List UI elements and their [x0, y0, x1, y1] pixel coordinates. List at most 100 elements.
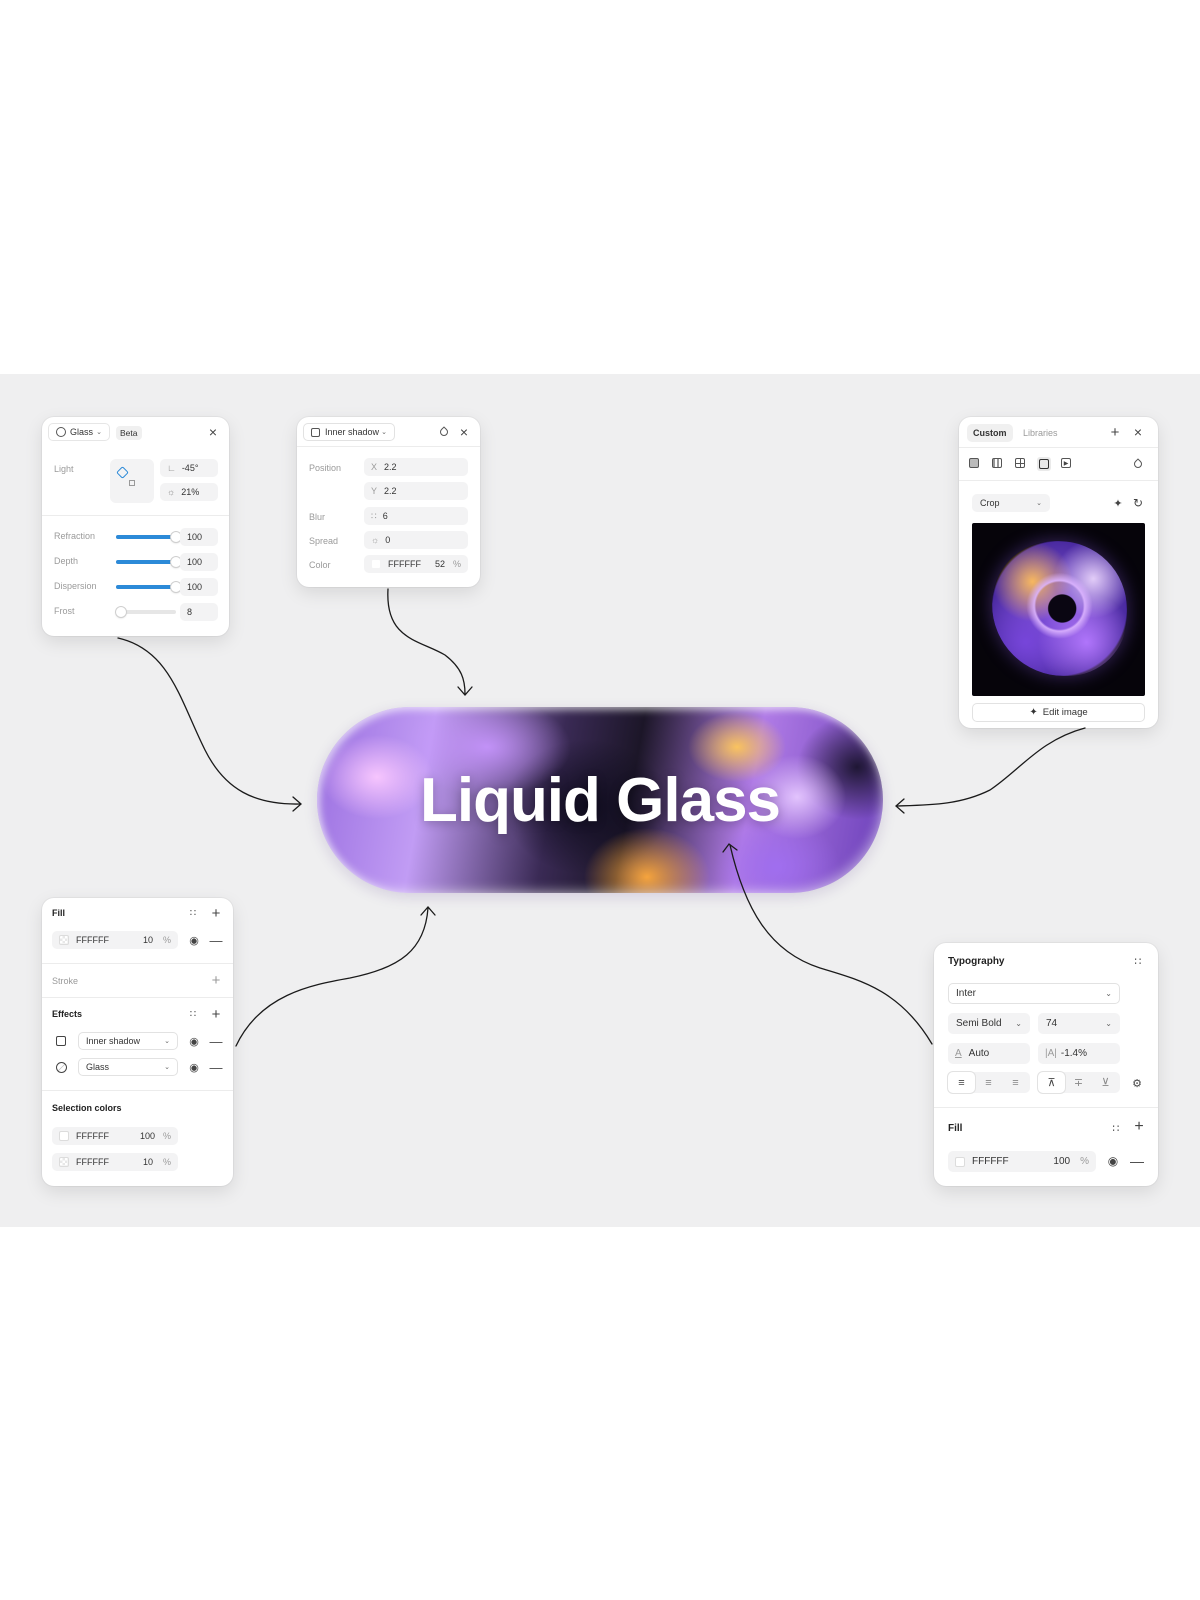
minus-icon[interactable]: — [209, 1059, 223, 1075]
minus-icon[interactable]: — [1130, 1153, 1144, 1169]
shadow-type-dropdown[interactable]: Inner shadow ⌄ [303, 423, 395, 441]
slider-value-field[interactable]: 100 [180, 553, 218, 571]
video-fill-icon[interactable]: ▶ [1060, 457, 1072, 469]
slider-track[interactable] [116, 582, 181, 592]
slider-value-field[interactable]: 100 [180, 578, 218, 596]
eye-icon[interactable]: ◉ [189, 1035, 199, 1048]
glass-effect-panel: Glass ⌄ Beta × Light ∟ -45° ☼ 21% Refrac… [42, 417, 229, 636]
effects-header: Effects [52, 1009, 83, 1019]
align-bottom-icon[interactable]: ⊻ [1101, 1077, 1110, 1089]
eye-icon[interactable]: ◉ [1107, 1154, 1119, 1168]
section-divider [42, 997, 233, 998]
close-icon[interactable]: × [1133, 424, 1143, 440]
gradient-fill-icon[interactable] [991, 457, 1003, 469]
plus-icon[interactable]: + [211, 971, 221, 989]
slider-track[interactable] [116, 557, 181, 567]
selection-color-row[interactable]: FFFFFF 10% [52, 1153, 178, 1171]
text-fill-field[interactable]: FFFFFF 100% [948, 1151, 1096, 1172]
styles-grid-icon[interactable]: ∷ [189, 907, 197, 919]
align-left-icon[interactable]: ≡ [948, 1072, 975, 1093]
align-top-icon[interactable]: ⊼ [1038, 1072, 1065, 1093]
shadow-color-field[interactable]: FFFFFF 52 % [364, 555, 468, 573]
slider-knob[interactable] [115, 607, 126, 617]
plus-icon[interactable]: + [211, 904, 221, 922]
tab-custom[interactable]: Custom [967, 424, 1013, 442]
tab-libraries[interactable]: Libraries [1023, 428, 1058, 438]
light-angle-field[interactable]: ∟ -45° [160, 459, 218, 477]
font-weight-select[interactable]: Semi Bold ⌄ [948, 1013, 1030, 1034]
slider-track[interactable] [115, 607, 176, 617]
letter-spacing-field[interactable]: |A| -1.4% [1038, 1043, 1120, 1064]
light-direction-pad[interactable] [110, 459, 154, 503]
image-mode-select[interactable]: Crop ⌄ [972, 494, 1050, 512]
edit-image-button[interactable]: ✦ Edit image [972, 703, 1145, 722]
solid-fill-icon[interactable] [968, 457, 980, 469]
drop-icon[interactable] [437, 425, 451, 439]
chevron-down-icon: ⌄ [381, 429, 387, 436]
chevron-down-icon: ⌄ [164, 1038, 170, 1045]
chevron-down-icon: ⌄ [1015, 1019, 1022, 1028]
selection-colors-header: Selection colors [52, 1103, 122, 1113]
shadow-y-field[interactable]: Y 2.2 [364, 482, 468, 500]
align-middle-icon[interactable]: ∓ [1073, 1077, 1084, 1089]
font-size-select[interactable]: 74 ⌄ [1038, 1013, 1120, 1034]
close-icon[interactable]: × [208, 424, 218, 440]
slider-track[interactable] [116, 532, 181, 542]
magic-wand-icon: ✦ [1029, 707, 1038, 718]
slider-fill [116, 585, 176, 589]
slider-knob[interactable] [171, 582, 181, 592]
shadow-blur-field[interactable]: ∷ 6 [364, 507, 468, 525]
minus-icon[interactable]: — [209, 932, 223, 948]
fill-swatch[interactable] [955, 1156, 965, 1167]
color-swatch[interactable] [371, 559, 381, 569]
effect-dropdown-glass[interactable]: Glass ⌄ [78, 1058, 178, 1076]
position-label: Position [309, 463, 342, 473]
color-label: Color [309, 560, 331, 570]
light-intensity-field[interactable]: ☼ 21% [160, 483, 218, 501]
color-swatch[interactable] [59, 1157, 69, 1167]
target-square-icon [129, 480, 135, 486]
slider-value-field[interactable]: 100 [180, 528, 218, 546]
shadow-spread-field[interactable]: ☼ 0 [364, 531, 468, 549]
vertical-align-group: ⊼ ∓ ⊻ [1038, 1072, 1120, 1093]
font-family-select[interactable]: Inter ⌄ [948, 983, 1120, 1004]
styles-grid-icon[interactable]: ∷ [1134, 955, 1142, 968]
styles-grid-icon[interactable]: ∷ [189, 1008, 197, 1020]
typography-header: Typography [948, 956, 1005, 967]
align-center-icon[interactable]: ≡ [985, 1076, 992, 1089]
rotate-icon[interactable]: ↻ [1132, 496, 1144, 510]
styles-grid-icon[interactable]: ∷ [1112, 1122, 1120, 1135]
pattern-fill-icon[interactable] [1014, 457, 1026, 469]
color-swatch[interactable] [59, 1131, 69, 1141]
line-height-field[interactable]: A Auto [948, 1043, 1030, 1064]
minus-icon[interactable]: — [209, 1033, 223, 1049]
header-divider [959, 447, 1158, 448]
image-fill-icon[interactable] [1037, 457, 1051, 471]
text-settings-icon[interactable]: ⚙ [1132, 1077, 1142, 1090]
plus-icon[interactable]: + [1110, 423, 1120, 441]
section-divider [42, 515, 229, 516]
selection-color-row[interactable]: FFFFFF 100% [52, 1127, 178, 1145]
eye-icon[interactable]: ◉ [189, 934, 199, 947]
align-right-icon[interactable]: ≡ [1012, 1076, 1019, 1089]
adjust-sparkle-icon[interactable]: ✦ [1113, 497, 1123, 510]
fill-swatch[interactable] [59, 935, 69, 945]
spread-label: Spread [309, 536, 339, 546]
fill-header: Fill [948, 1123, 963, 1134]
plus-icon[interactable]: + [1134, 1118, 1144, 1135]
effect-dropdown-inner-shadow[interactable]: Inner shadow ⌄ [78, 1032, 178, 1050]
glass-type-dropdown[interactable]: Glass ⌄ [48, 423, 110, 441]
slider-knob[interactable] [171, 532, 181, 542]
shadow-x-field[interactable]: X 2.2 [364, 458, 468, 476]
slider-knob[interactable] [171, 557, 181, 567]
slider-value-field[interactable]: 8 [180, 603, 218, 621]
drop-icon[interactable] [1131, 457, 1145, 471]
chevron-down-icon: ⌄ [96, 429, 102, 436]
fill-color-field[interactable]: FFFFFF 10% [52, 931, 178, 949]
liquid-glass-pill[interactable]: Liquid Glass [317, 707, 883, 893]
typography-panel: Typography ∷ Inter ⌄ Semi Bold ⌄ 74 ⌄ A … [934, 943, 1158, 1186]
eye-icon[interactable]: ◉ [189, 1061, 199, 1074]
close-icon[interactable]: × [459, 424, 469, 440]
plus-icon[interactable]: + [211, 1005, 221, 1023]
sun-icon: ☼ [167, 487, 176, 497]
